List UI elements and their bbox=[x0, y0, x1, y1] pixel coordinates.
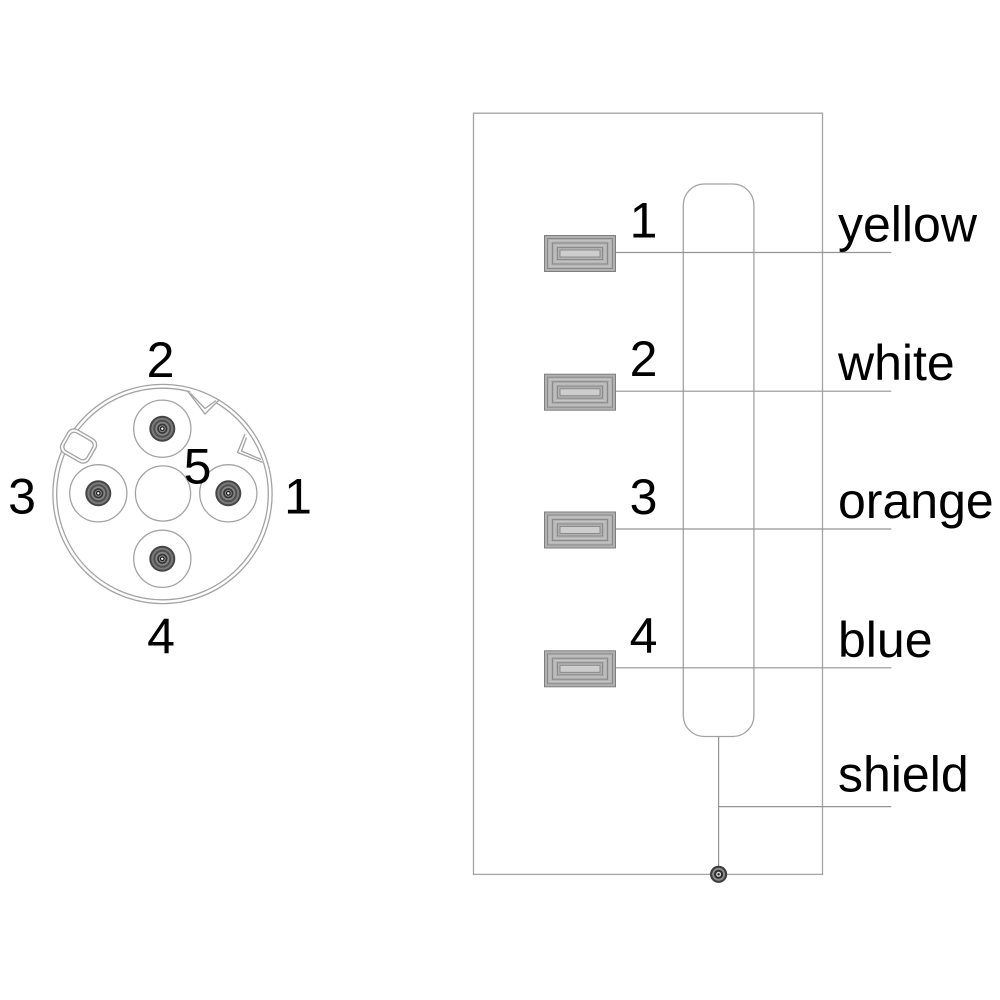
face-pin-label-4: 4 bbox=[147, 608, 175, 664]
wire-row-3: 3 orange bbox=[544, 469, 994, 549]
wire-color-label-3: orange bbox=[838, 473, 994, 529]
wire-row-1: 1 yellow bbox=[544, 193, 978, 272]
wire-color-label-2: white bbox=[837, 335, 955, 391]
terminal-block-2 bbox=[544, 373, 616, 411]
terminal-block-3 bbox=[544, 511, 616, 549]
shield-row: shield bbox=[710, 736, 969, 883]
pin-contact-top bbox=[149, 415, 176, 442]
pin-contact-left bbox=[85, 480, 112, 507]
pin-number-label-2: 2 bbox=[630, 331, 658, 387]
pin-contact-right bbox=[215, 480, 242, 507]
wire-color-label-4: blue bbox=[838, 612, 933, 668]
center-hole bbox=[134, 465, 192, 522]
keyway-slot-left bbox=[59, 428, 98, 464]
keyway-notch-right bbox=[236, 433, 264, 464]
shield-contact-dot bbox=[710, 865, 728, 883]
keyway-notch-top-right bbox=[186, 389, 220, 415]
terminal-block-4 bbox=[544, 650, 616, 688]
pin-number-label-1: 1 bbox=[630, 193, 658, 249]
terminal-block-1 bbox=[544, 235, 616, 272]
face-pin-label-3: 3 bbox=[8, 468, 36, 524]
face-pin-label-5: 5 bbox=[184, 438, 212, 494]
wire-color-label-1: yellow bbox=[838, 197, 978, 253]
wire-row-4: 4 blue bbox=[544, 608, 933, 688]
connector-body-outline bbox=[472, 112, 824, 876]
face-pin-label-2: 2 bbox=[147, 332, 175, 388]
pin-number-label-4: 4 bbox=[630, 608, 658, 664]
connector-face-view: 2 3 1 4 5 bbox=[8, 332, 312, 665]
shield-label: shield bbox=[838, 747, 969, 803]
wiring-side-view: 1 yellow 2 white 3 orange 4 blue bbox=[472, 112, 994, 883]
contact-insert-body bbox=[682, 183, 755, 738]
pin-number-label-3: 3 bbox=[630, 469, 658, 525]
pin-contact-bottom bbox=[149, 545, 176, 572]
inner-rim-circle bbox=[56, 387, 269, 601]
wire-row-2: 2 white bbox=[544, 331, 955, 411]
face-pin-label-1: 1 bbox=[284, 468, 312, 524]
